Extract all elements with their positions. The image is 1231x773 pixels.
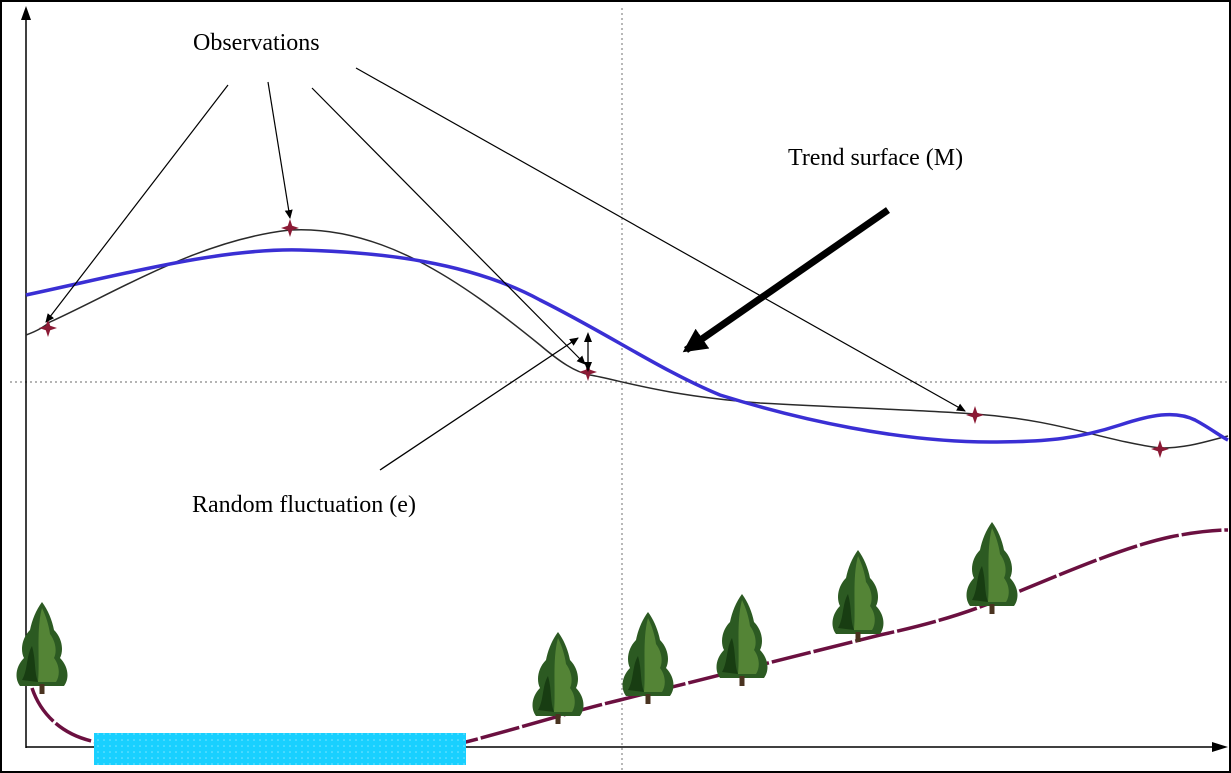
ground-profile [30, 528, 1229, 744]
trend-arrow-icon [682, 207, 890, 353]
random-fluctuation-indicator [379, 332, 592, 471]
y-axis-arrow-icon [21, 6, 31, 20]
observations-label: Observations [193, 30, 320, 56]
x-axis-arrow-icon [1212, 742, 1228, 752]
water-body-icon [94, 733, 466, 765]
observations-pointers [45, 67, 966, 412]
random-fluctuation-label: Random fluctuation (e) [192, 492, 416, 518]
trend-surface-label: Trend surface (M) [788, 145, 964, 171]
trend-surface-curve [25, 248, 1229, 444]
